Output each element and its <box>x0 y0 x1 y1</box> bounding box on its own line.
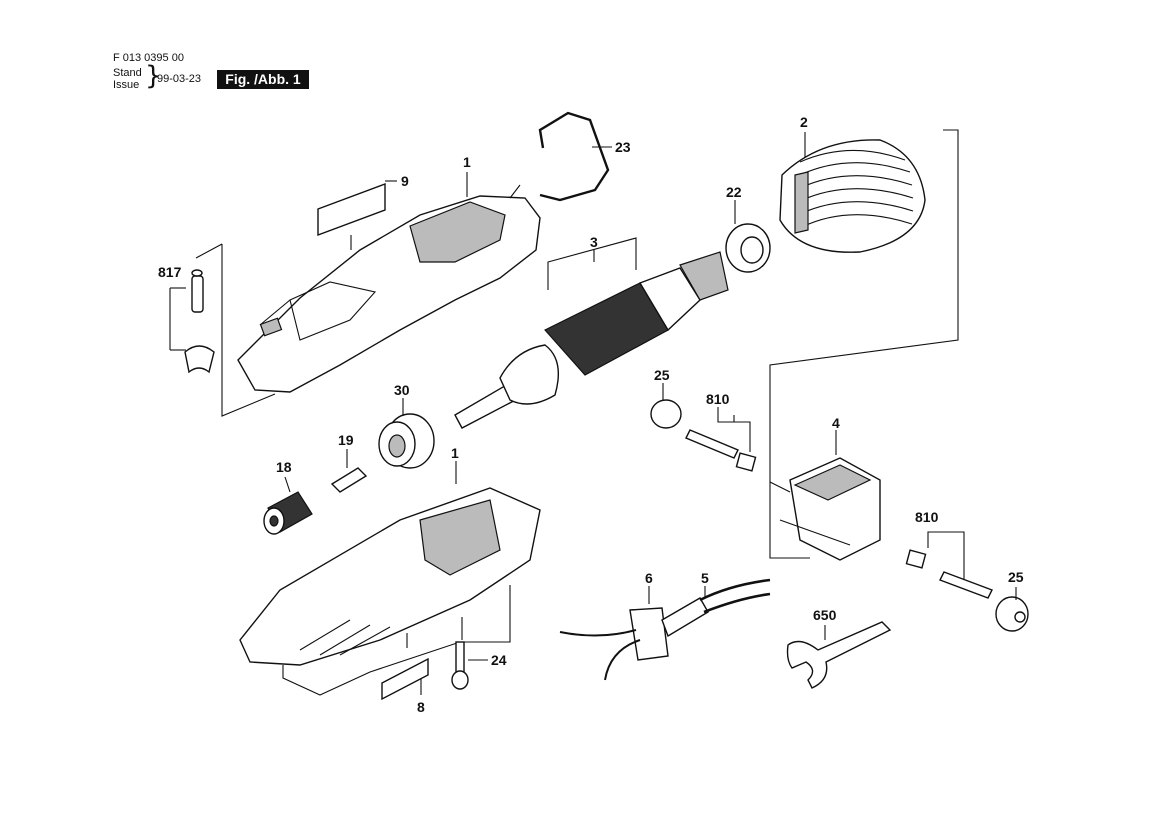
part-18-collet-nut <box>263 476 313 535</box>
issue-label: Issue <box>113 79 140 91</box>
callout-4: 4 <box>832 415 840 431</box>
part-25-brush-cap-upper <box>650 383 682 429</box>
part-810-carbon-brush-lower <box>905 531 993 599</box>
callout-25-lower: 25 <box>1008 569 1024 585</box>
part-810-carbon-brush-upper <box>685 407 757 472</box>
callout-23: 23 <box>615 139 631 155</box>
callout-1-upper-housing: 1 <box>463 154 471 170</box>
brace-glyph: } <box>145 61 162 91</box>
callout-6: 6 <box>645 570 653 586</box>
part-2-field-coil <box>769 129 959 559</box>
part-9-label-sticker <box>317 180 397 250</box>
callout-5: 5 <box>701 570 709 586</box>
callout-24: 24 <box>491 652 507 668</box>
part-22-bearing <box>725 200 771 273</box>
part-4-brush-holder <box>769 430 881 561</box>
document-number: F 013 0395 00 <box>113 52 184 64</box>
part-5-power-cord <box>661 578 771 638</box>
part-3-armature <box>454 237 729 429</box>
callout-8: 8 <box>417 699 425 715</box>
issue-date: 99-03-23 <box>157 73 202 85</box>
part-1-housing-lower-shell <box>239 461 541 696</box>
callout-817: 817 <box>158 264 182 280</box>
part-1-housing-upper-shell <box>237 172 541 393</box>
callout-18: 18 <box>276 459 292 475</box>
part-650-wrench <box>786 621 892 689</box>
part-6-cord-grommet <box>559 586 669 681</box>
callout-1-lower-housing: 1 <box>451 445 459 461</box>
part-817-brush-holder-clip <box>169 243 276 417</box>
figure-badge: Fig. /Abb. 1 <box>217 70 309 89</box>
part-8-label-sticker <box>381 657 429 701</box>
callout-19: 19 <box>338 432 354 448</box>
part-25-brush-cap-lower <box>995 587 1029 632</box>
part-30-bearing <box>378 398 435 469</box>
callout-2: 2 <box>800 114 808 130</box>
stand-label: Stand <box>113 67 142 79</box>
callout-9: 9 <box>401 173 409 189</box>
callout-3: 3 <box>590 234 598 250</box>
callout-22: 22 <box>726 184 742 200</box>
callout-30: 30 <box>394 382 410 398</box>
part-24-screw <box>451 617 488 690</box>
callout-810-upper: 810 <box>706 391 730 407</box>
callout-25-upper: 25 <box>654 367 670 383</box>
part-19-collet <box>330 449 368 493</box>
callout-650: 650 <box>813 607 837 623</box>
part-23-wire-loop <box>538 111 612 202</box>
callout-810-lower: 810 <box>915 509 939 525</box>
